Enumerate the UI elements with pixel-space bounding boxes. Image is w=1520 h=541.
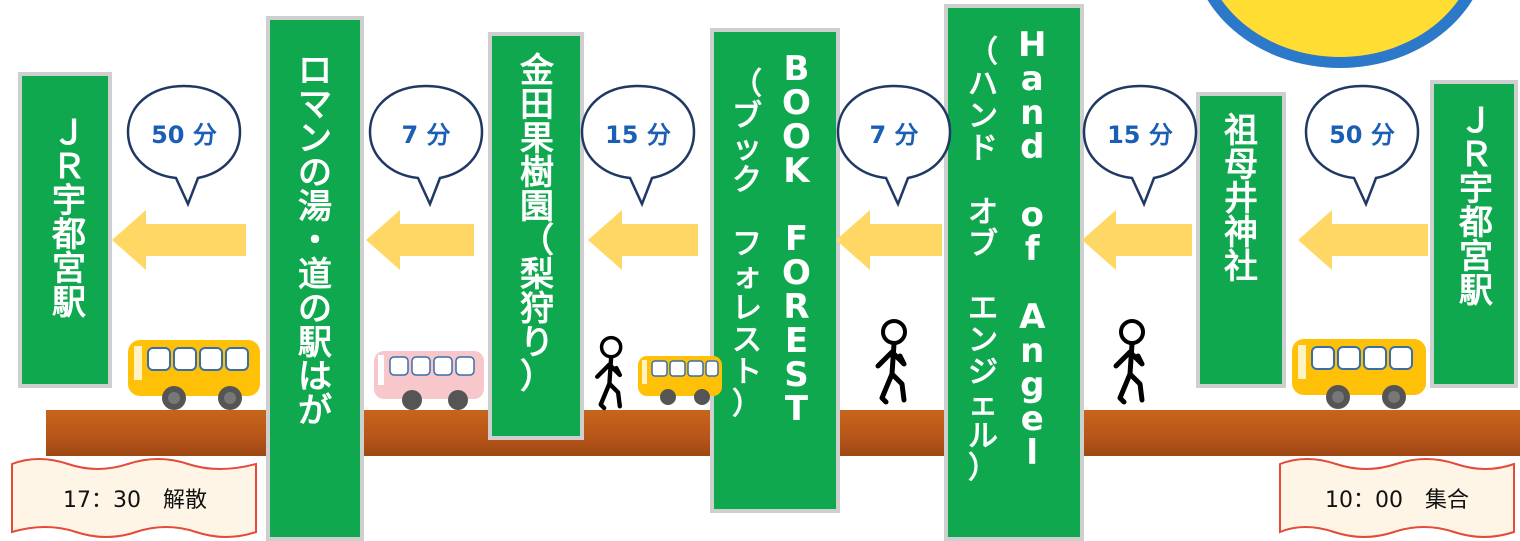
arrow-left-icon [1082,210,1192,270]
ribbon-icon [1279,458,1515,538]
arrow-left-icon [588,210,698,270]
station-sobo-shrine: 祖母井神社 [1196,92,1286,388]
station-label-ja: （ハンド オブ エンジェル） [968,35,998,486]
station-label: 金田果樹園（梨狩り） [520,51,554,397]
station-label: ロマンの湯・道の駅はが [298,51,332,431]
arrow-left-icon [836,210,942,270]
walking-person-icon [1113,319,1145,405]
road-segment-right [1082,410,1520,456]
bus-icon [128,340,260,410]
road-segment-mid-right [838,410,948,456]
speech-bubble-icon [836,84,952,208]
bus-icon [1292,339,1426,409]
walking-person-icon [875,319,907,405]
station-roman-no-yu: ロマンの湯・道の駅はが [266,16,364,541]
station-label: 祖母井神社 [1224,111,1258,287]
road-segment-left [46,410,266,456]
bus-icon-pink [374,351,484,410]
start-time-stamp: 10：00 集合 [1276,458,1518,538]
arrow-left-icon [366,210,474,270]
arrow-left-icon [112,210,246,270]
time-bubble-leg4: 15 分 [578,82,698,212]
station-kaneda-orchard: 金田果樹園（梨狩り） [488,32,584,440]
badge-top-right [1175,0,1515,74]
bus-icon [638,356,722,405]
walking-person-icon [595,335,623,411]
speech-bubble-icon [580,84,696,208]
time-bubble-leg3: 7 分 [834,82,954,212]
badge-circle-icon [1207,0,1473,68]
speech-bubble-icon [1304,84,1420,208]
time-bubble-leg1: 50 分 [1302,82,1422,212]
end-time-stamp: 17：30 解散 [8,458,262,538]
time-bubble-leg5: 7 分 [366,82,486,212]
speech-bubble-icon [1082,84,1198,208]
time-bubble-leg6: 50 分 [124,82,244,212]
ribbon-icon [11,458,257,538]
station-label-ja: （ブック フォレスト） [732,67,762,422]
speech-bubble-icon [368,84,484,208]
time-bubble-leg2: 15 分 [1080,82,1200,212]
arrow-left-icon [1298,210,1428,270]
speech-bubble-icon [126,84,242,208]
